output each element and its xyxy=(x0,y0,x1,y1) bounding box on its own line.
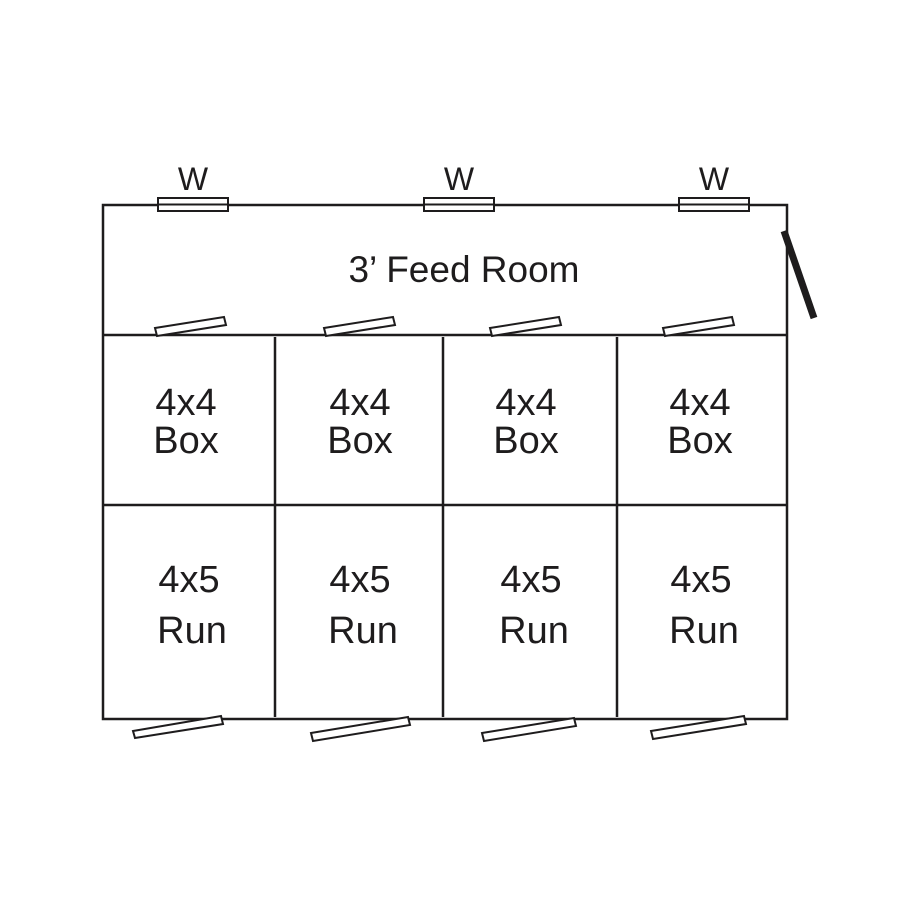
run-size: 4x5 xyxy=(670,559,731,601)
run-2: 4x5 Run xyxy=(328,559,398,652)
box-size: 4x4 xyxy=(155,382,216,424)
run-gate-3 xyxy=(480,716,578,743)
window-2: W xyxy=(423,161,495,212)
run-label: Run xyxy=(669,610,739,652)
run-4: 4x5 Run xyxy=(669,559,739,652)
box-4: 4x4 Box xyxy=(667,382,732,462)
run-3: 4x5 Run xyxy=(499,559,569,652)
run-size: 4x5 xyxy=(158,559,219,601)
run-label: Run xyxy=(157,610,227,652)
box-label: Box xyxy=(153,420,218,462)
run-size: 4x5 xyxy=(329,559,390,601)
box-size: 4x4 xyxy=(329,382,390,424)
run-gate-2 xyxy=(309,715,412,743)
box-label: Box xyxy=(667,420,732,462)
side-door xyxy=(780,229,818,320)
window-label: W xyxy=(699,161,730,197)
feed-room-label: 3’ Feed Room xyxy=(348,249,579,290)
window-label: W xyxy=(178,161,209,197)
box-label: Box xyxy=(493,420,558,462)
window-3: W xyxy=(678,161,750,212)
box-1: 4x4 Box xyxy=(153,382,218,462)
stall-door-1 xyxy=(153,315,228,338)
run-label: Run xyxy=(499,610,569,652)
box-label: Box xyxy=(327,420,392,462)
run-label: Run xyxy=(328,610,398,652)
box-size: 4x4 xyxy=(495,382,556,424)
stall-door-3 xyxy=(488,315,563,338)
box-2: 4x4 Box xyxy=(327,382,392,462)
window-1: W xyxy=(157,161,229,212)
box-3: 4x4 Box xyxy=(493,382,558,462)
stall-door-4 xyxy=(661,315,736,338)
window-label: W xyxy=(444,161,475,197)
run-gate-1 xyxy=(131,714,225,740)
run-size: 4x5 xyxy=(500,559,561,601)
run-1: 4x5 Run xyxy=(157,559,227,652)
box-size: 4x4 xyxy=(669,382,730,424)
run-gate-4 xyxy=(649,714,748,741)
stall-door-2 xyxy=(322,315,397,338)
